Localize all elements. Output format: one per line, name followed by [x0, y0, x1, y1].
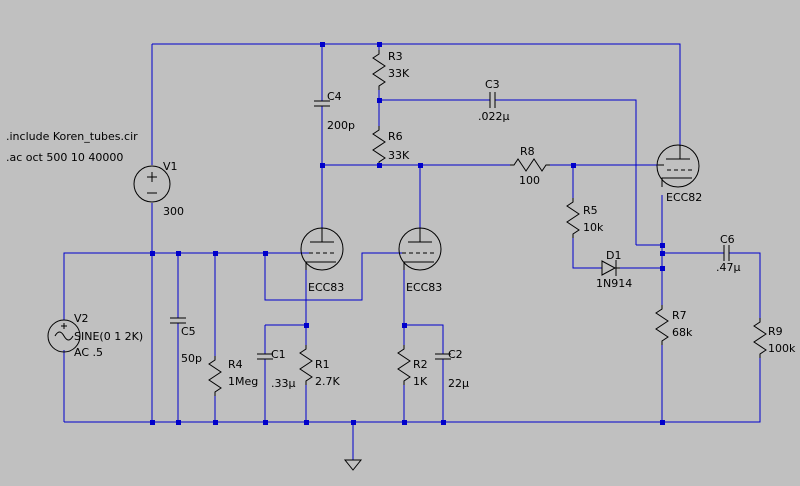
- r9-value-label: 100k: [768, 342, 796, 355]
- include-directive[interactable]: .include Koren_tubes.cir: [6, 130, 138, 143]
- r7-value-label: 68k: [672, 326, 693, 339]
- junction-dots: [150, 42, 665, 425]
- r1-value-label: 2.7K: [315, 375, 340, 388]
- d1-ref-label: D1: [606, 249, 621, 262]
- wires: [63, 43, 761, 460]
- v1-ref-label: V1: [163, 160, 178, 173]
- r3-value-label: 33K: [388, 67, 410, 80]
- capacitor-c3-icon[interactable]: [489, 92, 496, 108]
- r7-ref-label: R7: [672, 309, 687, 322]
- c4-ref-label: C4: [327, 90, 342, 103]
- resistor-r5-icon[interactable]: [566, 198, 580, 238]
- r4-ref-label: R4: [228, 358, 243, 371]
- capacitor-c4-icon[interactable]: [314, 100, 330, 107]
- c3-value-label: .022µ: [478, 110, 510, 123]
- triode-u2-icon[interactable]: [398, 227, 442, 271]
- ground-icon: [343, 459, 363, 471]
- r6-ref-label: R6: [388, 130, 403, 143]
- resistor-r7-icon[interactable]: [655, 305, 669, 345]
- u3-model-label: ECC82: [666, 191, 702, 204]
- r1-ref-label: R1: [315, 358, 330, 371]
- v2-ref-label: V2: [74, 312, 89, 325]
- r4-value-label: 1Meg: [228, 375, 258, 388]
- resistor-r1-icon[interactable]: [299, 345, 313, 385]
- u1-model-label: ECC83: [308, 281, 344, 294]
- c2-value-label: 22µ: [448, 377, 469, 390]
- ac-directive[interactable]: .ac oct 500 10 40000: [6, 151, 123, 164]
- r5-value-label: 10k: [583, 221, 604, 234]
- c1-ref-label: C1: [271, 348, 286, 361]
- v1-value-label: 300: [163, 205, 184, 218]
- r2-ref-label: R2: [413, 358, 428, 371]
- triode-u3-icon[interactable]: [656, 144, 700, 188]
- resistor-r2-icon[interactable]: [397, 345, 411, 385]
- r9-ref-label: R9: [768, 325, 783, 338]
- capacitor-c5-icon[interactable]: [170, 317, 186, 324]
- resistor-r8-icon[interactable]: [510, 158, 550, 172]
- triode-u1-icon[interactable]: [300, 227, 344, 271]
- r8-ref-label: R8: [520, 145, 535, 158]
- voltage-source-v1-icon[interactable]: [133, 165, 171, 203]
- c2-ref-label: C2: [448, 348, 463, 361]
- v2-ac-label: AC .5: [74, 346, 103, 359]
- resistor-r3-icon[interactable]: [372, 50, 386, 90]
- resistor-r4-icon[interactable]: [208, 356, 222, 396]
- voltage-source-v2-icon[interactable]: [47, 319, 81, 353]
- r5-ref-label: R5: [583, 204, 598, 217]
- resistor-r6-icon[interactable]: [372, 126, 386, 166]
- r3-ref-label: R3: [388, 50, 403, 63]
- diode-d1-icon[interactable]: [601, 260, 620, 276]
- capacitor-c2-icon[interactable]: [435, 353, 451, 360]
- c4-value-label: 200p: [327, 119, 355, 132]
- c1-value-label: .33µ: [271, 377, 296, 390]
- c5-value-label: 50p: [181, 352, 202, 365]
- u2-model-label: ECC83: [406, 281, 442, 294]
- d1-value-label: 1N914: [596, 277, 632, 290]
- r6-value-label: 33K: [388, 149, 410, 162]
- c6-ref-label: C6: [720, 233, 735, 246]
- c5-ref-label: C5: [181, 325, 196, 338]
- resistor-r9-icon[interactable]: [753, 318, 767, 358]
- capacitor-c6-icon[interactable]: [723, 245, 730, 261]
- v2-value-label: SINE(0 1 2K): [74, 330, 143, 343]
- c3-ref-label: C3: [485, 78, 500, 91]
- r2-value-label: 1K: [413, 375, 428, 388]
- c6-value-label: .47µ: [716, 261, 741, 274]
- capacitor-c1-icon[interactable]: [257, 353, 273, 360]
- r8-value-label: 100: [519, 174, 540, 187]
